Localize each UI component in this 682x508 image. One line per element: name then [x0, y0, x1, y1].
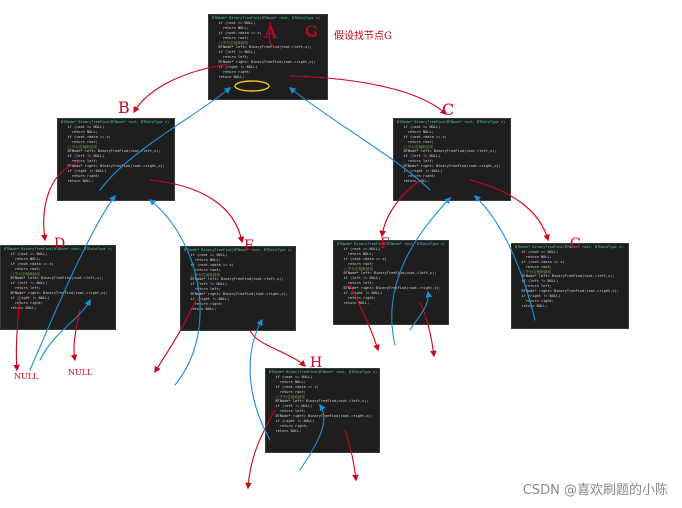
code-signature: BTNode* BinaryTreeFind(BTNode* root, BTD… [269, 370, 378, 374]
node-label-g: G [570, 236, 582, 252]
node-label-h: H [310, 355, 323, 371]
code-panel-e: BTNode* BinaryTreeFind(BTNode* root, BTD… [180, 246, 296, 331]
code-line: return NULL; [61, 129, 98, 134]
code-line: return root; [337, 261, 374, 266]
code-line: return root; [184, 267, 221, 272]
code-signature: BTNode* BinaryTreeFind(BTNode* root, BTD… [184, 248, 293, 252]
call-arrow-e-to-h [249, 329, 306, 367]
code-line: //不为空就继续找 [337, 266, 373, 271]
code-line: BTNode* left= BinaryTreeFind(root->left,… [269, 399, 369, 404]
code-line: //不为空就继续找 [184, 272, 220, 277]
node-label-e: E [244, 238, 255, 254]
code-line: return NULL; [184, 306, 217, 311]
null-label-right: NULL [68, 368, 93, 377]
code-line: return NULL; [212, 74, 245, 79]
code-line: return left; [337, 281, 374, 286]
top-note: 假设找节点G [334, 31, 392, 42]
code-line: //不为空就继续找 [212, 40, 248, 45]
code-line: return right; [184, 301, 223, 306]
code-signature: BTNode* BinaryTreeFind(BTNode* root, BTD… [337, 242, 446, 246]
code-panel-g: BTNode* BinaryTreeFind(BTNode* root, BTD… [511, 243, 629, 329]
code-signature: BTNode* BinaryTreeFind(BTNode* root, BTD… [212, 16, 321, 20]
code-line: if (left != NULL) [61, 154, 105, 159]
code-line: return left; [212, 55, 249, 60]
code-line: return NULL; [337, 251, 374, 256]
code-signature: BTNode* BinaryTreeFind(BTNode* root, BTD… [515, 245, 624, 249]
watermark: CSDN @喜欢刷题的小陈 [522, 483, 668, 498]
code-line: return NULL; [269, 428, 302, 433]
code-line: return NULL; [515, 303, 548, 308]
code-line: BTNode* right= BinaryTreeFind(root->righ… [269, 414, 373, 419]
code-panel-f: BTNode* BinaryTreeFind(BTNode* root, BTD… [333, 240, 449, 325]
code-line: return NULL; [212, 25, 249, 30]
code-line: BTNode* left= BinaryTreeFind(root->left,… [212, 45, 312, 50]
node-label-a: A [264, 22, 277, 43]
code-panel-b: BTNode* BinaryTreeFind(BTNode* root, BTD… [57, 118, 175, 201]
node-label-g-top: G [305, 22, 318, 41]
node-label-f: F [380, 236, 390, 252]
node-label-b: B [118, 98, 130, 117]
code-line: return NULL; [184, 257, 221, 262]
code-line: return NULL; [337, 300, 370, 305]
code-line: //不为空就继续找 [61, 144, 97, 149]
code-line: return left; [184, 287, 221, 292]
node-label-c: C [442, 100, 455, 119]
code-line: if (root == NULL) [212, 20, 256, 25]
code-line: return right; [212, 69, 251, 74]
code-line: BTNode* right= BinaryTreeFind(root->righ… [212, 60, 316, 65]
node-label-d: D [54, 236, 66, 252]
code-line: if (root == NULL) [61, 124, 105, 129]
code-panel-h: BTNode* BinaryTreeFind(BTNode* root, BTD… [265, 368, 380, 453]
null-label-left: NULL [14, 372, 39, 381]
code-line: return NULL; [4, 305, 37, 310]
code-line: return NULL; [269, 379, 306, 384]
code-line: //不为空就继续找 [515, 269, 551, 274]
code-panel-c: BTNode* BinaryTreeFind(BTNode* root, BTD… [393, 118, 511, 201]
code-line: return NULL; [61, 178, 94, 183]
code-line: if (root->data == x) [269, 384, 319, 389]
code-line: if (root->data == x) [212, 30, 262, 35]
code-line: //不为空就继续找 [4, 271, 40, 276]
code-line: return root; [269, 389, 306, 394]
code-line: return root; [212, 35, 249, 40]
code-line: if (root == NULL) [269, 374, 313, 379]
code-line: return NULL; [397, 178, 430, 183]
code-line: return left; [61, 159, 98, 164]
code-line: if (left != NULL) [212, 50, 256, 55]
code-line: if (root == NULL) [337, 246, 381, 251]
code-panel-d: BTNode* BinaryTreeFind(BTNode* root, BTD… [0, 245, 116, 330]
code-signature: BTNode* BinaryTreeFind(BTNode* root, BTD… [397, 120, 506, 124]
code-line: return root; [61, 139, 98, 144]
code-line: //不为空就继续找 [269, 394, 305, 399]
code-line: if (left != NULL) [337, 276, 381, 281]
code-line: if (root->data == x) [337, 256, 387, 261]
